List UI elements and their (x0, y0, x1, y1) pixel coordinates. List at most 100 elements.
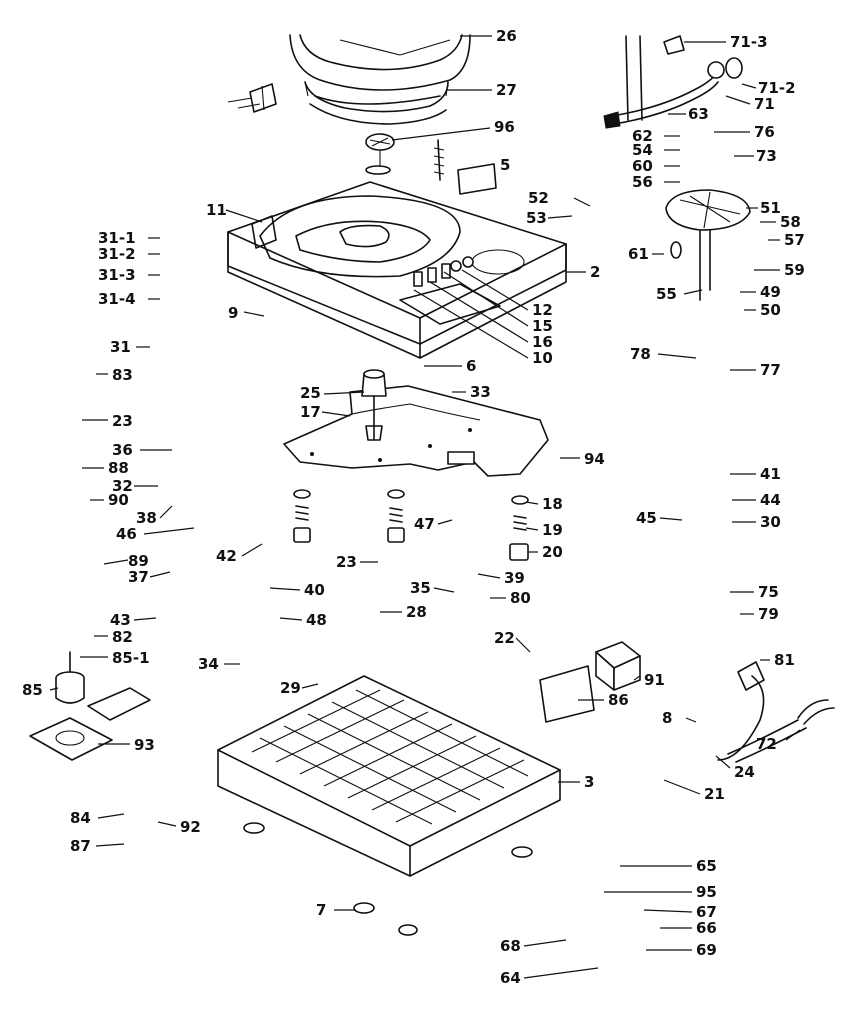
callout: 18 (542, 495, 563, 513)
callout: 90 (108, 491, 129, 509)
callout: 89 (128, 552, 149, 570)
callout: 64 (500, 969, 521, 987)
callout: 21 (704, 785, 725, 803)
power-cord-part (717, 661, 835, 763)
callout: 33 (470, 383, 491, 401)
callout: 35 (410, 579, 431, 597)
callout: 91 (644, 671, 665, 689)
callout: 93 (134, 736, 155, 754)
callout: 42 (216, 547, 237, 565)
callout: 39 (504, 569, 525, 587)
callout: 67 (696, 903, 717, 921)
motor-part (29, 651, 151, 761)
spindle-hub-part (365, 133, 395, 175)
callout: 95 (696, 883, 717, 901)
callout: 15 (532, 317, 553, 335)
callout: 85-1 (112, 649, 150, 667)
callout: 40 (304, 581, 325, 599)
callout: 57 (784, 231, 805, 249)
platter-part (289, 34, 471, 113)
callout: 60 (632, 157, 653, 175)
callout: 12 (532, 301, 553, 319)
callout: 25 (300, 384, 321, 402)
callout: 20 (542, 543, 563, 561)
callout: 87 (70, 837, 91, 855)
callout: 86 (608, 691, 629, 709)
callout: 82 (112, 628, 133, 646)
callout: 96 (494, 118, 515, 136)
callout: 43 (110, 611, 131, 629)
callout: 11 (206, 201, 227, 219)
callout: 47 (414, 515, 435, 533)
callout: 37 (128, 568, 149, 586)
callout: 46 (116, 525, 137, 543)
callout: 73 (756, 147, 777, 165)
callout: 31-4 (98, 290, 136, 308)
callout: 34 (198, 655, 219, 673)
tonearm-base-part (665, 189, 751, 301)
callout: 53 (526, 209, 547, 227)
callout: 22 (494, 629, 515, 647)
callout: 65 (696, 857, 717, 875)
callout: 27 (496, 81, 517, 99)
cabinet-base-part (217, 675, 561, 936)
callout: 38 (136, 509, 157, 527)
callout: 45 (636, 509, 657, 527)
callout: 54 (632, 141, 653, 159)
spring-foot-part (293, 489, 529, 561)
chassis-plate-part (283, 385, 549, 477)
belt-ring-part (309, 103, 447, 125)
callout: 7 (316, 901, 326, 919)
callout: 80 (510, 589, 531, 607)
callout: 8 (662, 709, 672, 727)
callout: 49 (760, 283, 781, 301)
callout: 10 (532, 349, 553, 367)
callout: 50 (760, 301, 781, 319)
callout: 32 (112, 477, 133, 495)
callout: 92 (180, 818, 201, 836)
callout: 85 (22, 681, 43, 699)
callout: 41 (760, 465, 781, 483)
callout: 88 (108, 459, 129, 477)
callout: 71-2 (758, 79, 796, 97)
cabinet-top-part (227, 181, 567, 359)
callout: 48 (306, 611, 327, 629)
transformer-part (539, 641, 641, 723)
callout: 71-3 (730, 33, 768, 51)
callout: 31-3 (98, 266, 136, 284)
tonearm-part (603, 35, 743, 129)
motor-spindle-part (361, 369, 387, 441)
screw-part (433, 139, 445, 181)
callout: 77 (760, 361, 781, 379)
callout: 76 (754, 123, 775, 141)
callout: 6 (466, 357, 476, 375)
callout: 5 (500, 156, 510, 174)
callout: 66 (696, 919, 717, 937)
callout: 52 (528, 189, 549, 207)
callout: 94 (584, 450, 605, 468)
callout: 61 (628, 245, 649, 263)
callout: 26 (496, 27, 517, 45)
callout: 56 (632, 173, 653, 191)
callout: 69 (696, 941, 717, 959)
callout: 72 (756, 735, 777, 753)
callout: 19 (542, 521, 563, 539)
callout: 28 (406, 603, 427, 621)
label-plate-part (457, 163, 497, 195)
callout: 63 (688, 105, 709, 123)
callout: 84 (70, 809, 91, 827)
callout: 78 (630, 345, 651, 363)
callout: 9 (228, 304, 238, 322)
callout-labels: 26 27 96 5 11 31-1 31-2 31-3 31-4 31 9 8… (22, 27, 805, 987)
callout: 44 (760, 491, 781, 509)
callout: 31-2 (98, 245, 136, 263)
callout: 31 (110, 338, 131, 356)
callout: 62 (632, 127, 653, 145)
callout: 51 (760, 199, 781, 217)
callout: 16 (532, 333, 553, 351)
callout: 58 (780, 213, 801, 231)
callout: 17 (300, 403, 321, 421)
callout: 23 (112, 412, 133, 430)
callout: 75 (758, 583, 779, 601)
